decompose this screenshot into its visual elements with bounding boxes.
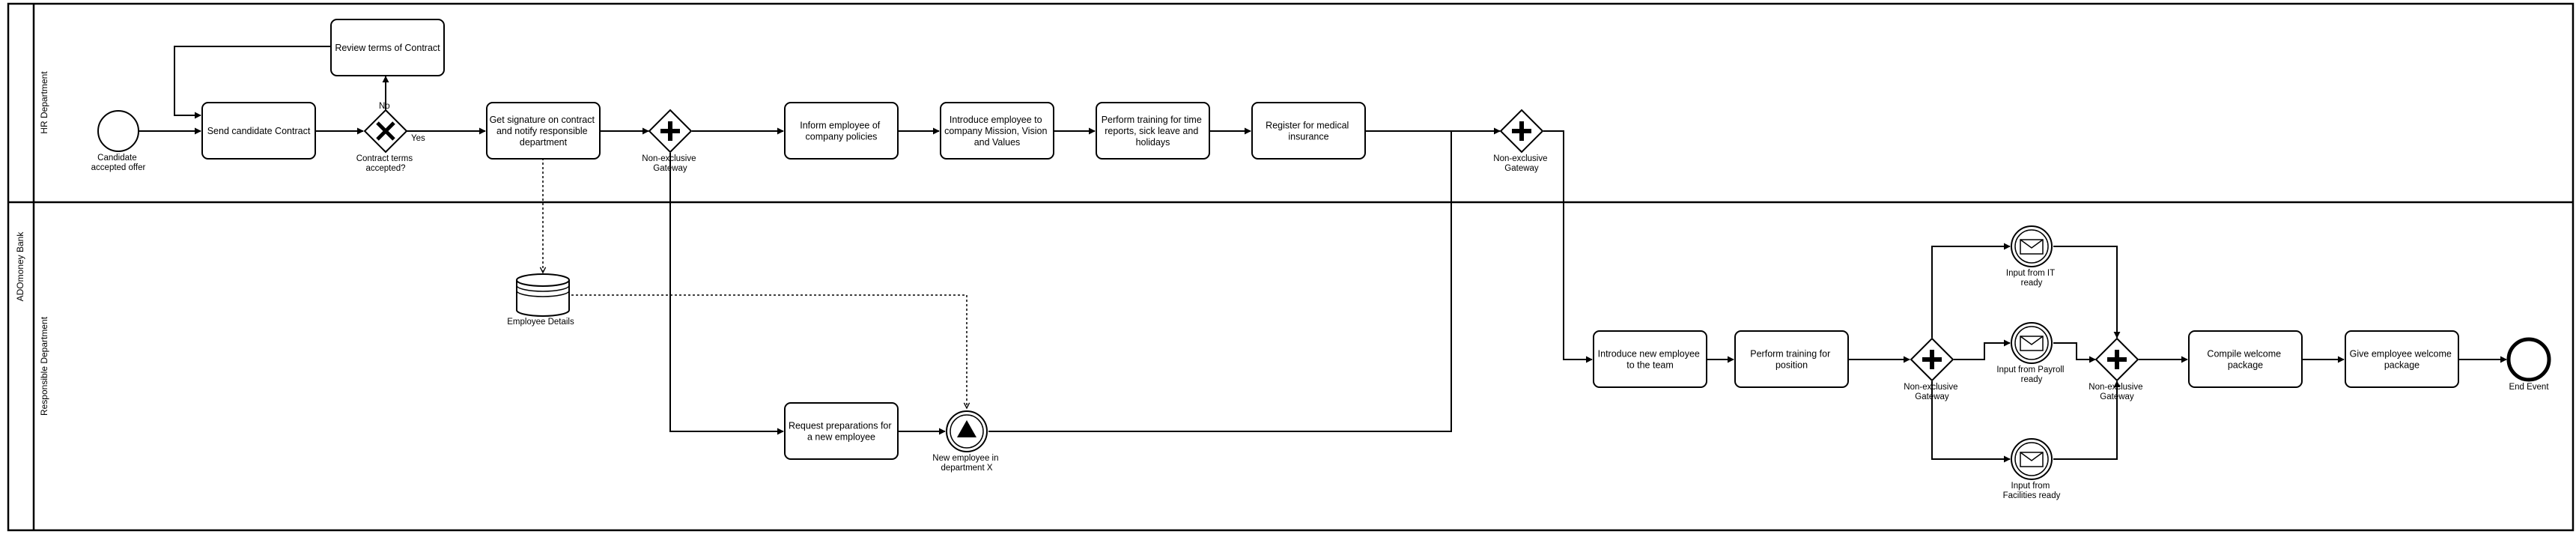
task-request-preparations-label: Request preparations for a new employee: [789, 420, 894, 442]
data-store-label: Employee Details: [507, 318, 574, 327]
pool-label: ADOmoney Bank: [15, 231, 25, 302]
task-introduce-mission[interactable]: Introduce employee to company Mission, V…: [940, 102, 1054, 160]
gateway-nonexclusive-4-label: Non-exclusive Gateway: [2089, 383, 2145, 401]
gateway-nonexclusive-2[interactable]: Non-exclusive Gateway: [1493, 109, 1549, 173]
flow-event-to-gateway: [988, 131, 1452, 432]
gateway-contract-accepted-label: Contract terms accepted?: [356, 154, 416, 173]
gateway-nonexclusive-4[interactable]: Non-exclusive Gateway: [2089, 337, 2145, 401]
flow-label-no: No: [379, 102, 390, 111]
task-give-package-label: Give employee welcome package: [2350, 348, 2455, 370]
task-give-package[interactable]: Give employee welcome package: [2345, 330, 2459, 388]
data-associations: [543, 158, 967, 408]
lane-label-responsible: Responsible Department: [39, 316, 49, 416]
task-perform-training-position[interactable]: Perform training for position: [1734, 330, 1849, 388]
task-register-medical-label: Register for medical insurance: [1266, 120, 1352, 142]
flow-it-to-gateway: [2053, 246, 2121, 339]
task-send-contract[interactable]: Send candidate Contract: [201, 102, 316, 160]
task-compile-package[interactable]: Compile welcome package: [2188, 330, 2303, 388]
flow-label-yes: Yes: [411, 134, 425, 143]
task-perform-training-position-label: Perform training for position: [1750, 348, 1832, 370]
flow-gateway-to-it: [1931, 243, 2011, 338]
gateway-nonexclusive-2-label: Non-exclusive Gateway: [1493, 154, 1549, 173]
x-mark-icon: [376, 121, 395, 141]
task-review-terms-label: Review terms of Contract: [335, 43, 440, 53]
event-input-it-label: Input from IT ready: [2006, 269, 2057, 288]
event-input-facilities-label: Input from Facilities ready: [2003, 482, 2061, 500]
data-store-employee-details[interactable]: Employee Details: [507, 273, 574, 327]
task-request-preparations[interactable]: Request preparations for a new employee: [784, 402, 899, 460]
signal-icon: [957, 420, 976, 437]
flow-gateway-to-facilities: [1931, 381, 2011, 463]
end-event-label: End Event: [2509, 383, 2549, 392]
plus-icon: [660, 121, 680, 141]
task-inform-policies-label: Inform employee of company policies: [800, 120, 882, 142]
gateway-contract-accepted[interactable]: Contract terms accepted?: [356, 109, 416, 173]
task-introduce-team-label: Introduce new employee to the team: [1598, 348, 1703, 370]
task-introduce-team[interactable]: Introduce new employee to the team: [1593, 330, 1707, 388]
start-event[interactable]: Candidate accepted offer: [91, 110, 146, 172]
flow-gateway-to-introduce-team: [1543, 130, 1593, 363]
event-input-it[interactable]: Input from IT ready: [2006, 225, 2057, 288]
gateway-nonexclusive-1-label: Non-exclusive Gateway: [642, 154, 698, 173]
task-register-medical[interactable]: Register for medical insurance: [1251, 102, 1366, 160]
event-input-payroll[interactable]: Input from Payroll ready: [1996, 322, 2066, 384]
pool: ADOmoney Bank HR Department Responsible …: [7, 2, 2575, 532]
task-introduce-mission-label: Introduce employee to company Mission, V…: [944, 115, 1050, 148]
envelope-icon: [2020, 239, 2044, 255]
start-event-circle: [97, 110, 139, 152]
task-review-terms[interactable]: Review terms of Contract: [330, 19, 445, 76]
end-event[interactable]: End Event: [2506, 337, 2551, 392]
flow-gateway-to-payroll: [1954, 339, 2011, 360]
sequence-flows: [139, 46, 2507, 463]
event-input-facilities[interactable]: Input from Facilities ready: [2003, 438, 2061, 500]
envelope-icon: [2020, 452, 2044, 467]
association-store-to-event: [567, 294, 967, 408]
task-perform-training-time-label: Perform training for time reports, sick …: [1102, 115, 1205, 148]
event-input-payroll-label: Input from Payroll ready: [1996, 365, 2066, 384]
flow-review-to-send: [174, 46, 331, 119]
event-new-employee-label: New employee in department X: [932, 454, 1000, 473]
task-inform-policies[interactable]: Inform employee of company policies: [784, 102, 899, 160]
plus-icon: [1512, 121, 1531, 141]
task-get-signature-label: Get signature on contract and notify res…: [490, 115, 598, 148]
flow-gateway-to-request: [669, 153, 784, 435]
plus-icon: [2107, 350, 2127, 369]
gateway-nonexclusive-3[interactable]: Non-exclusive Gateway: [1904, 337, 1960, 401]
task-perform-training-time[interactable]: Perform training for time reports, sick …: [1096, 102, 1210, 160]
task-send-contract-label: Send candidate Contract: [207, 126, 311, 136]
gateway-nonexclusive-3-label: Non-exclusive Gateway: [1904, 383, 1960, 401]
task-compile-package-label: Compile welcome package: [2207, 348, 2283, 370]
flow-facilities-to-gateway: [2053, 380, 2121, 460]
plus-icon: [1922, 350, 1942, 369]
envelope-icon: [2020, 336, 2044, 351]
lane-label-hr: HR Department: [39, 71, 49, 134]
start-event-label: Candidate accepted offer: [91, 154, 146, 172]
gateway-nonexclusive-1[interactable]: Non-exclusive Gateway: [642, 109, 698, 173]
event-new-employee[interactable]: New employee in department X: [932, 410, 1000, 473]
task-get-signature[interactable]: Get signature on contract and notify res…: [486, 102, 601, 160]
flow-payroll-to-gateway: [2053, 342, 2096, 363]
